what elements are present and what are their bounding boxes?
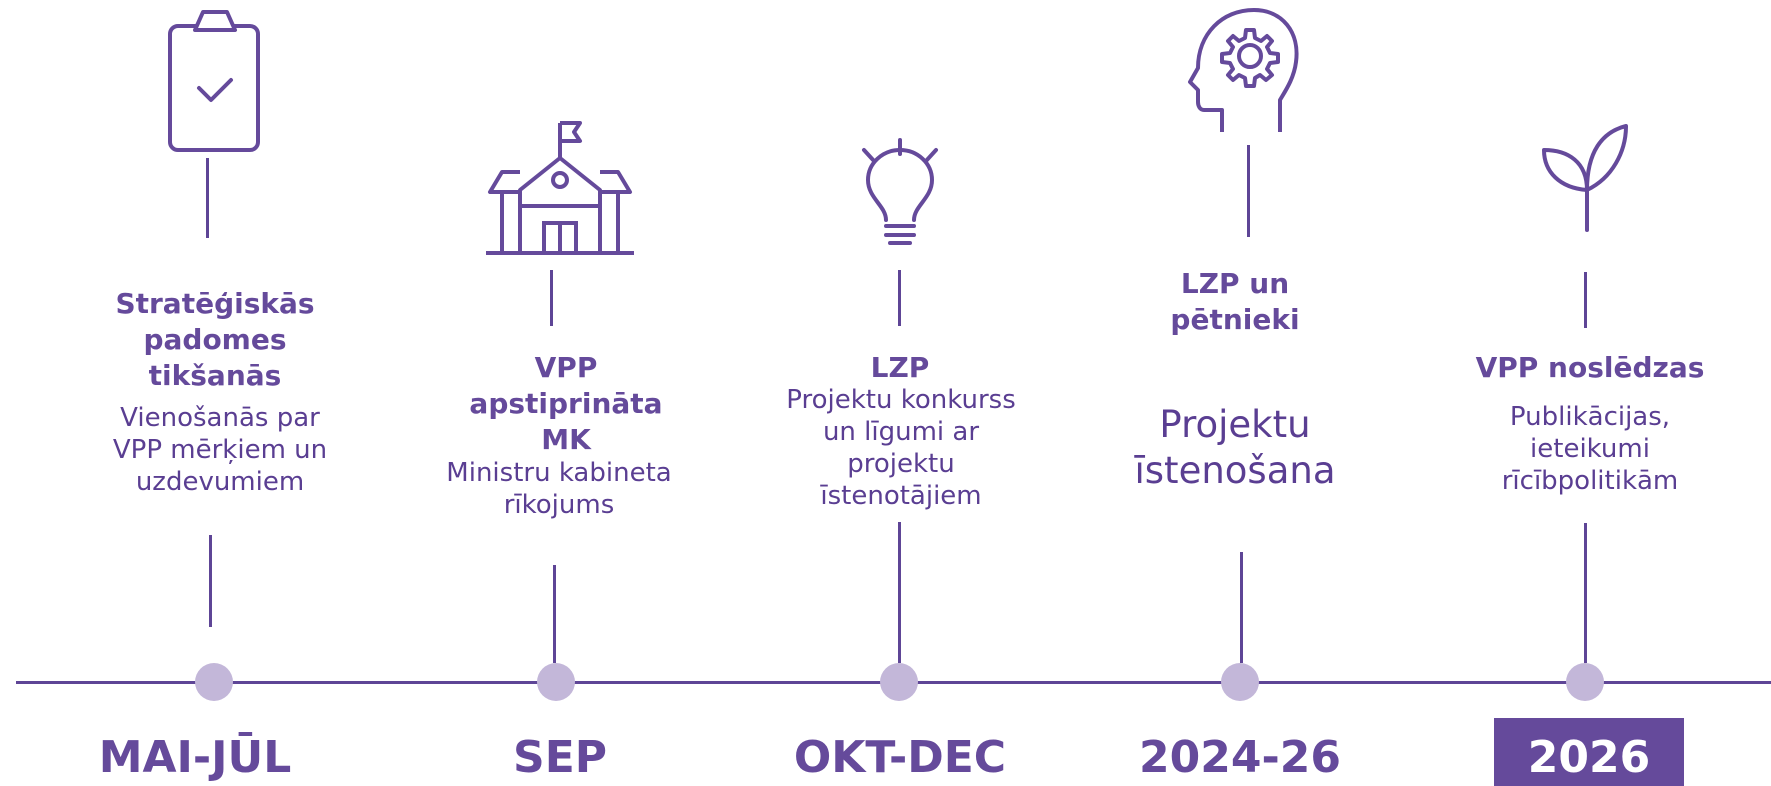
connector-bottom (1584, 523, 1587, 663)
head-gear-icon (1188, 8, 1299, 132)
stage-title: Stratēģiskās padomes tikšanās (115, 287, 315, 392)
connector-bottom (209, 535, 212, 627)
stage-description: Publikācijas, ieteikumi rīcībpolitikām (1501, 402, 1679, 496)
school-building-icon (486, 121, 634, 255)
stage-title: VPP apstiprināta MK (469, 351, 663, 456)
period-highlight-box: 2026 (1494, 718, 1684, 786)
period-label: OKT-DEC (793, 732, 1007, 783)
period-label: MAI-JŪL (98, 732, 292, 783)
timeline-dot (1566, 663, 1604, 701)
timeline-dot (195, 663, 233, 701)
connector-bottom (1240, 552, 1243, 663)
stage-description: Projektu konkurss un līgumi ar projektu … (786, 385, 1016, 511)
stage-title: LZP (870, 351, 930, 384)
period-label: 2026 (1527, 732, 1651, 783)
connector-top (550, 270, 553, 326)
connector-bottom (898, 522, 901, 663)
connector-top (898, 270, 901, 326)
period-label: SEP (513, 732, 607, 783)
timeline-dot (880, 663, 918, 701)
lightbulb-icon (862, 138, 938, 245)
connector-bottom (553, 565, 556, 663)
sprout-icon (1542, 124, 1628, 232)
period-label: 2024-26 (1139, 732, 1341, 783)
connector-top (206, 158, 209, 238)
stage-title: VPP noslēdzas (1475, 351, 1705, 384)
stage-description: Vienošanās par VPP mērķiem un uzdevumiem (112, 403, 328, 497)
timeline-dot (1221, 663, 1259, 701)
stage-description: Projektu īstenošana (1134, 403, 1336, 492)
connector-top (1584, 272, 1587, 328)
timeline-dot (537, 663, 575, 701)
stage-description: Ministru kabineta rīkojums (446, 458, 672, 520)
clipboard-check-icon (168, 10, 260, 152)
connector-top (1247, 145, 1250, 237)
stage-title: LZP un pētnieki (1170, 267, 1300, 336)
